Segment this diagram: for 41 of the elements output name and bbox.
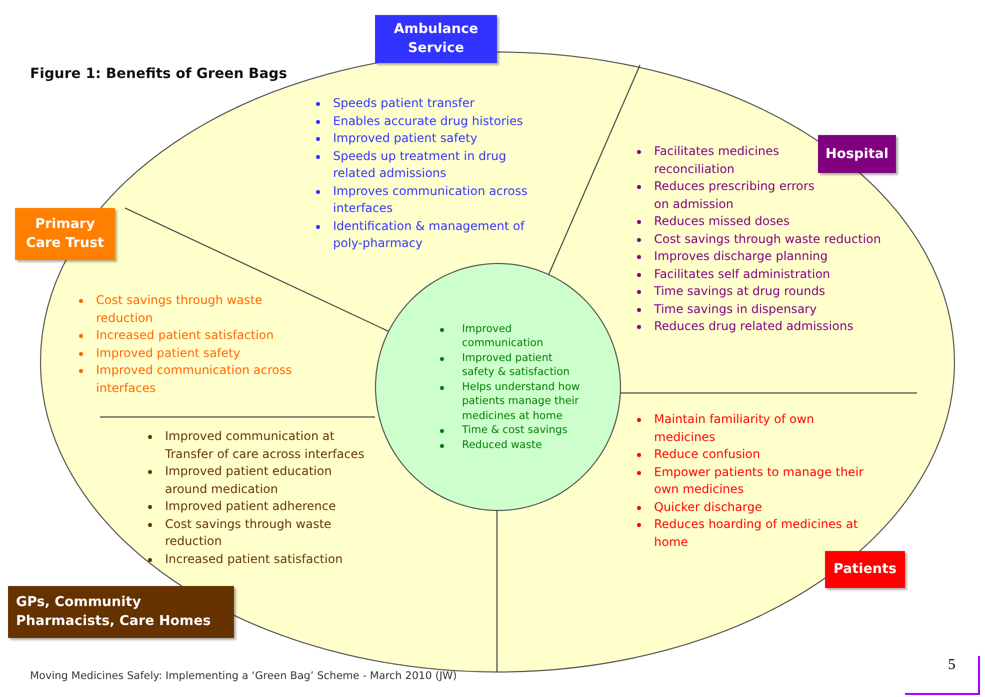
bullet-item: Improved communication at Transfer of care across interfaces <box>145 428 367 463</box>
bullet-item: Cost savings through waste reduction <box>634 230 888 248</box>
bullet-item: Reduces drug related admissions <box>634 318 888 336</box>
bullet-item: Improved patient adherence <box>145 498 367 516</box>
stakeholder-label: GPs, Community Pharmacists, Care Homes <box>8 586 234 638</box>
bullet-item: Facilitates self administration <box>634 266 888 283</box>
bullet-item: Empower patients to manage their own medicines <box>634 464 864 498</box>
figure-title: Figure 1: Benefits of Green Bags <box>30 66 288 82</box>
bullet-item: Enables accurate drug histories <box>313 112 545 130</box>
stakeholder-label: Ambulance Service <box>375 15 497 63</box>
bullet-item: Improved patient education around medication <box>145 463 367 498</box>
bullet-item: Reduces hoarding of medicines at home <box>634 516 864 551</box>
bullet-item: Cost savings through waste reduction <box>76 292 304 327</box>
bullet-item: Time savings at drug rounds <box>634 283 888 300</box>
bullet-item: Cost savings through waste reduction <box>145 516 367 550</box>
bullet-item: Identification & management of poly-pharmacy <box>313 218 545 252</box>
bullet-item: Improved communication <box>438 322 588 351</box>
bullet-item: Quicker discharge <box>634 498 864 516</box>
bullet-item: Time & cost savings <box>438 423 588 438</box>
stakeholder-label: Patients <box>825 551 905 588</box>
bullet-item: Increased patient satisfaction <box>145 550 367 568</box>
bullet-item: Improved patient safety <box>76 344 304 362</box>
bullet-item: Improves discharge planning <box>634 248 888 266</box>
bullet-item: Reduces prescribing errors on admission <box>634 178 888 213</box>
stakeholder-label: Hospital <box>818 135 896 173</box>
bullet-item: Increased patient satisfaction <box>76 327 304 344</box>
stakeholder-label: Primary Care Trust <box>15 208 115 260</box>
bullet-item: Improved patient safety & satisfaction <box>438 350 588 380</box>
bullet-item: Time savings in dispensary <box>634 300 888 318</box>
bullet-item: Reduce confusion <box>634 446 864 464</box>
bullet-item: Helps understand how patients manage their medicines at home <box>438 380 588 424</box>
bullet-item: Maintain familiarity of own medicines <box>634 411 864 446</box>
footer-text: Moving Medicines Safely: Implementing a ‘Green Bag’ Scheme - March 2010 (JW) <box>30 670 457 682</box>
bullet-item: Improved patient safety <box>313 130 545 148</box>
bullet-item: Improved communication across interfaces <box>76 362 304 397</box>
bullet-item: Reduces missed doses <box>634 213 888 230</box>
bullet-item: Speeds up treatment in drug related admissions <box>313 148 545 182</box>
page-number: 5 <box>948 657 956 674</box>
bullet-item: Improves communication across interfaces <box>313 182 545 218</box>
bullet-item: Reduced waste <box>438 438 588 452</box>
bullet-item: Speeds patient transfer <box>313 95 545 112</box>
